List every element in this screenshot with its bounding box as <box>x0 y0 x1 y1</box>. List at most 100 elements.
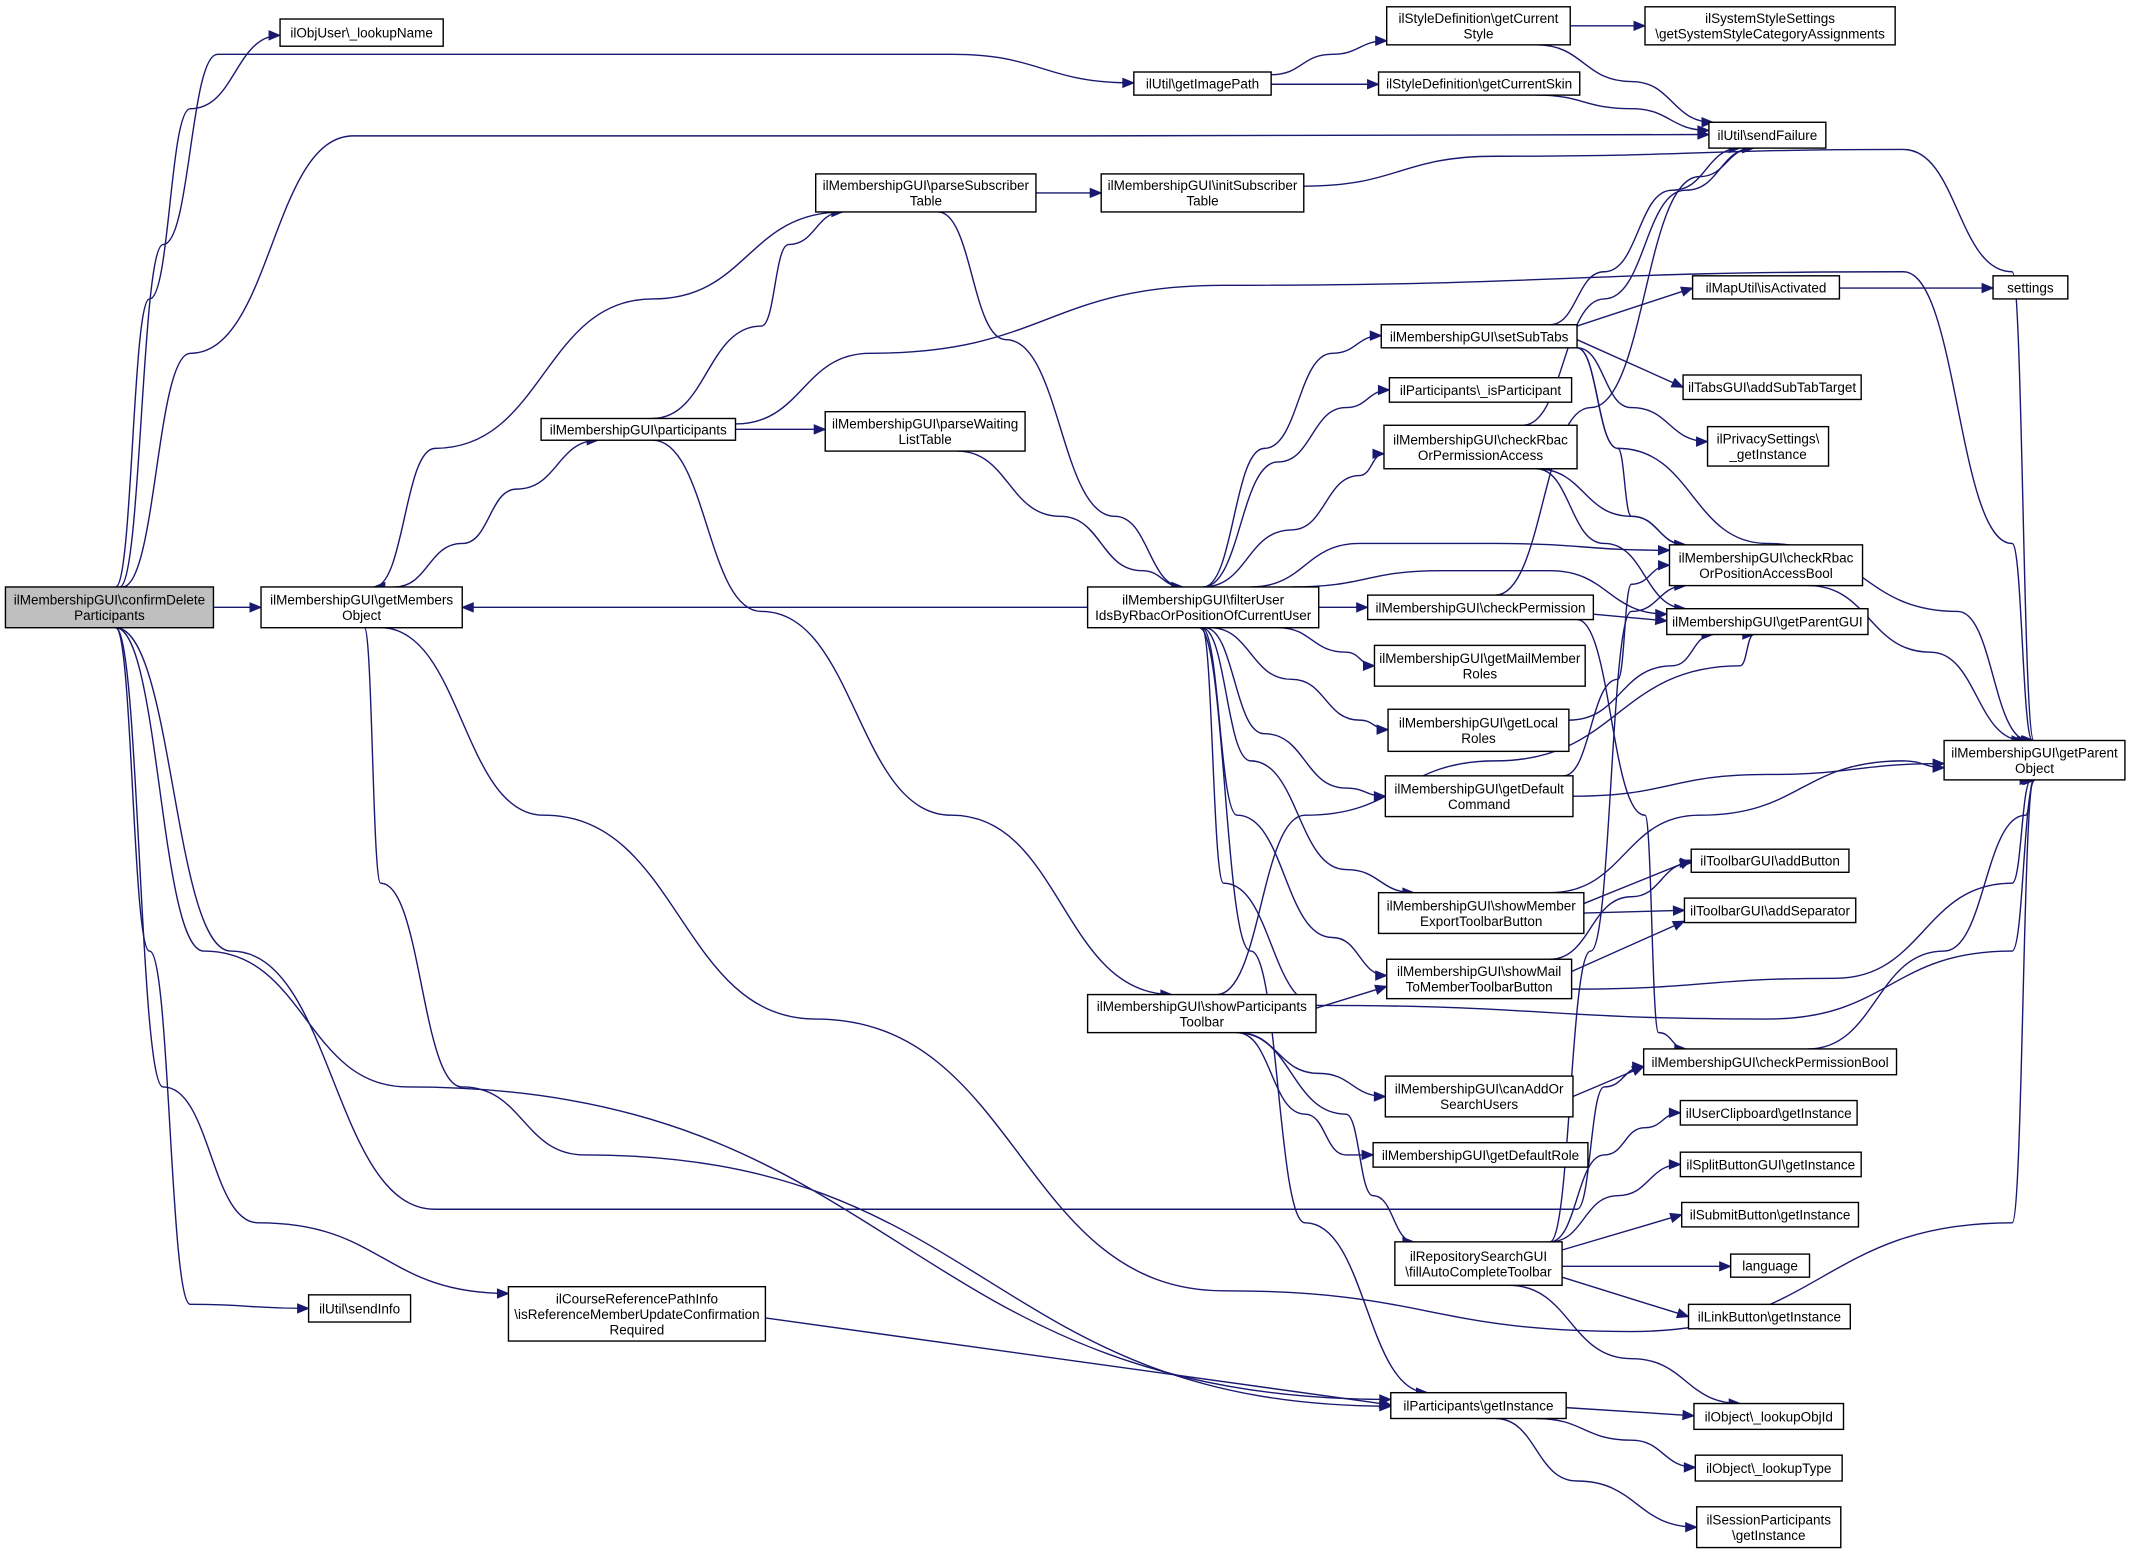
node-label: ilStyleDefinition\getCurrent <box>1399 11 1559 26</box>
edge-line <box>1509 1284 1741 1405</box>
node-label: Object <box>342 608 381 623</box>
edge-line <box>1549 862 1692 960</box>
node-sendInfo[interactable]: ilUtil\sendInfo <box>307 1294 412 1323</box>
node-getCurrentSkin[interactable]: ilStyleDefinition\getCurrentSkin <box>1377 71 1581 96</box>
node-showMailTo[interactable]: ilMembershipGUI\showMailToMemberToolbarB… <box>1386 958 1573 1000</box>
edge-showMemberExport-to-addSeparator <box>1583 905 1686 916</box>
node-addSeparator[interactable]: ilToolbarGUI\addSeparator <box>1683 897 1857 924</box>
node-userClipboard[interactable]: ilUserClipboard\getInstance <box>1679 1099 1858 1126</box>
node-addButton[interactable]: ilToolbarGUI\addButton <box>1690 848 1850 873</box>
node-filterUser[interactable]: ilMembershipGUI\filterUserIdsByRbacOrPos… <box>1086 586 1320 629</box>
node-lookupType[interactable]: ilObject\_lookupType <box>1694 1454 1843 1482</box>
node-linkButton[interactable]: ilLinkButton\getInstance <box>1687 1303 1851 1330</box>
node-sessionParticipants[interactable]: ilSessionParticipants\getInstance <box>1695 1506 1842 1549</box>
arrowhead <box>1670 377 1685 388</box>
edge-showMemberExport-to-getParentObject <box>1549 760 1946 894</box>
node-participantsGetInstance[interactable]: ilParticipants\getInstance <box>1390 1391 1567 1420</box>
edge-setSubTabs-to-addSubTabTarget <box>1576 339 1685 388</box>
node-box <box>1366 594 1595 621</box>
node-label: \isReferenceMemberUpdateConfirmation <box>514 1307 759 1322</box>
call-graph-nodes: ilMembershipGUI\confirmDeleteParticipant… <box>4 6 2126 1549</box>
node-sendFailure[interactable]: ilUtil\sendFailure <box>1708 121 1827 149</box>
node-splitButton[interactable]: ilSplitButtonGUI\getInstance <box>1679 1151 1862 1178</box>
edge-confirmDelete-to-courseRef <box>114 627 510 1299</box>
edge-checkRbacOrPermissionAccess-to-getParentGUI <box>1536 468 1688 614</box>
edge-line <box>122 133 1709 588</box>
node-confirmDelete[interactable]: ilMembershipGUI\confirmDeleteParticipant… <box>4 586 215 629</box>
node-addSubTabTarget[interactable]: ilTabsGUI\addSubTabTarget <box>1682 374 1862 401</box>
edge-line <box>1576 287 1693 327</box>
edge-line <box>1561 1214 1682 1251</box>
arrowhead <box>813 424 827 435</box>
arrowhead <box>1680 286 1694 297</box>
edge-line <box>1808 779 2035 1050</box>
node-checkRbacOrPermissionAccess[interactable]: ilMembershipGUI\checkRbacOrPermissionAcc… <box>1383 424 1578 470</box>
node-label: _getInstance <box>1728 447 1806 462</box>
node-lookupName[interactable]: ilObjUser\_lookupName <box>279 18 444 47</box>
node-label: \fillAutoCompleteToolbar <box>1405 1264 1552 1279</box>
arrowhead <box>1701 117 1715 128</box>
edge-line <box>1576 618 1686 1050</box>
node-getParentGUI[interactable]: ilMembershipGUI\getParentGUI <box>1666 607 1869 636</box>
node-label: ilMembershipGUI\participants <box>550 422 727 437</box>
edge-filterUser-to-getParentObject <box>1201 627 2037 1020</box>
edge-confirmDelete-to-getImagePath <box>119 53 1136 588</box>
node-label: ilMembershipGUI\setSubTabs <box>1390 329 1569 344</box>
node-settings[interactable]: settings <box>1992 275 2069 300</box>
edge-line <box>1201 627 1414 894</box>
node-checkPermissionBool[interactable]: ilMembershipGUI\checkPermissionBool <box>1642 1048 1898 1076</box>
edge-checkPermission-to-getParentGUI <box>1593 613 1669 626</box>
node-getSystemStyle[interactable]: ilSystemStyleSettings\getSystemStyleCate… <box>1644 6 1896 46</box>
node-language[interactable]: language <box>1729 1253 1811 1278</box>
node-submitButton[interactable]: ilSubmitButton\getInstance <box>1681 1201 1860 1228</box>
node-courseRef[interactable]: ilCourseReferencePathInfo\isReferenceMem… <box>507 1285 767 1342</box>
edge-line <box>1271 40 1387 76</box>
edge-line <box>1593 613 1667 622</box>
edge-line <box>735 271 2034 742</box>
node-showMemberExport[interactable]: ilMembershipGUI\showMemberExportToolbarB… <box>1377 891 1585 935</box>
node-label: ToMemberToolbarButton <box>1406 980 1553 995</box>
edge-line <box>363 627 1391 1407</box>
node-setSubTabs[interactable]: ilMembershipGUI\setSubTabs <box>1380 324 1578 349</box>
node-lookupObjId[interactable]: ilObject\_lookupObjId <box>1693 1402 1845 1431</box>
node-checkRbacOrPositionAccessBool[interactable]: ilMembershipGUI\checkRbacOrPositionAcces… <box>1668 544 1864 587</box>
arrowhead <box>1685 1521 1698 1533</box>
arrowhead <box>1719 1261 1732 1272</box>
node-participants[interactable]: ilMembershipGUI\participants <box>540 417 737 441</box>
node-fillAutoComplete[interactable]: ilRepositorySearchGUI\fillAutoCompleteTo… <box>1394 1241 1563 1287</box>
node-getDefaultRole[interactable]: ilMembershipGUI\getDefaultRole <box>1372 1141 1589 1168</box>
node-label: ilMembershipGUI\parseWaiting <box>832 417 1018 432</box>
node-box <box>1086 586 1320 629</box>
node-box <box>1380 324 1578 349</box>
arrowhead <box>1367 78 1380 90</box>
node-label: ilToolbarGUI\addButton <box>1700 854 1840 869</box>
node-isParticipant[interactable]: ilParticipants\_isParticipant <box>1388 377 1573 403</box>
edge-line <box>1583 909 1685 914</box>
node-label: Participants <box>74 608 145 623</box>
node-getImagePath[interactable]: ilUtil\getImagePath <box>1133 71 1272 96</box>
node-label: ilMembershipGUI\parseSubscriber <box>823 178 1030 193</box>
node-box <box>540 417 737 441</box>
node-privacyGetInstance[interactable]: ilPrivacySettings\_getInstance <box>1706 425 1830 467</box>
edge-getImagePath-to-getCurrentStyle <box>1271 35 1389 76</box>
node-checkPermission[interactable]: ilMembershipGUI\checkPermission <box>1366 594 1595 621</box>
edge-participantsGetInstance-to-lookupObjId <box>1566 1406 1696 1421</box>
node-box <box>1690 848 1850 873</box>
arrowhead <box>1633 20 1647 32</box>
edge-line <box>1583 859 1692 905</box>
edge-line <box>1536 44 1713 123</box>
edge-confirmDelete-to-sendInfo <box>114 627 310 1314</box>
node-mapIsActivated[interactable]: ilMapUtil\isActivated <box>1691 275 1841 300</box>
node-label: \getInstance <box>1732 1528 1806 1543</box>
